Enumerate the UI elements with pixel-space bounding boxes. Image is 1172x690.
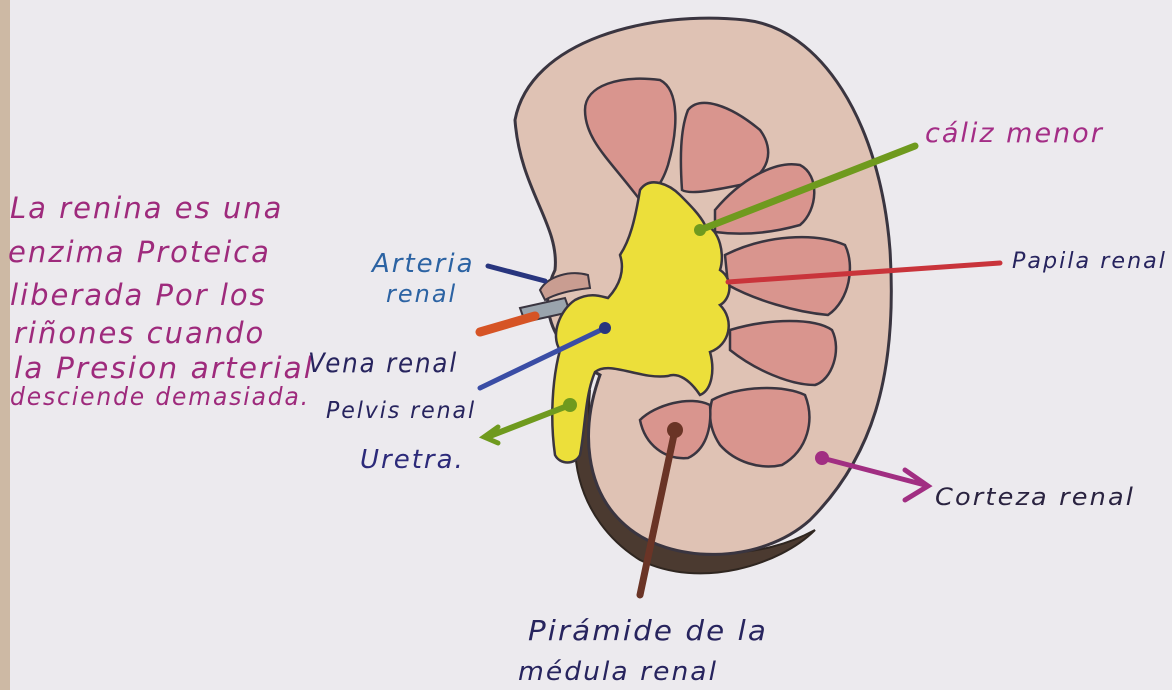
- label-piramide-line1: Pirámide de la: [528, 614, 768, 647]
- paper-edge: [0, 0, 10, 690]
- label-caliz-menor: cáliz menor: [925, 118, 1104, 149]
- note-line-5: la Presion arterial: [14, 351, 314, 385]
- leader-uretra-dot: [563, 398, 577, 412]
- label-pelvis-renal: Pelvis renal: [326, 398, 476, 424]
- leader-piramide-dot: [667, 422, 683, 438]
- note-line-6: desciende demasiada.: [10, 382, 310, 411]
- label-uretra: Uretra.: [360, 445, 465, 475]
- label-corteza-renal: Corteza renal: [935, 483, 1135, 511]
- label-vena-renal: Vena renal: [308, 348, 458, 379]
- label-arteria-renal-line1: Arteria: [370, 249, 475, 279]
- label-papila-renal: Papila renal: [1012, 249, 1167, 274]
- label-arteria-renal-line2: renal: [386, 280, 457, 308]
- note-line-1: La renina es una: [10, 191, 283, 225]
- label-piramide-line2: médula renal: [518, 657, 718, 687]
- leader-caliz-menor-dot: [694, 224, 706, 236]
- leader-corteza-renal-dot: [815, 451, 829, 465]
- leader-pelvis-renal-dot: [599, 322, 611, 334]
- note-line-2: enzima Proteica: [8, 235, 271, 269]
- note-line-3: liberada Por los: [10, 278, 267, 312]
- note-line-4: riñones cuando: [14, 316, 265, 350]
